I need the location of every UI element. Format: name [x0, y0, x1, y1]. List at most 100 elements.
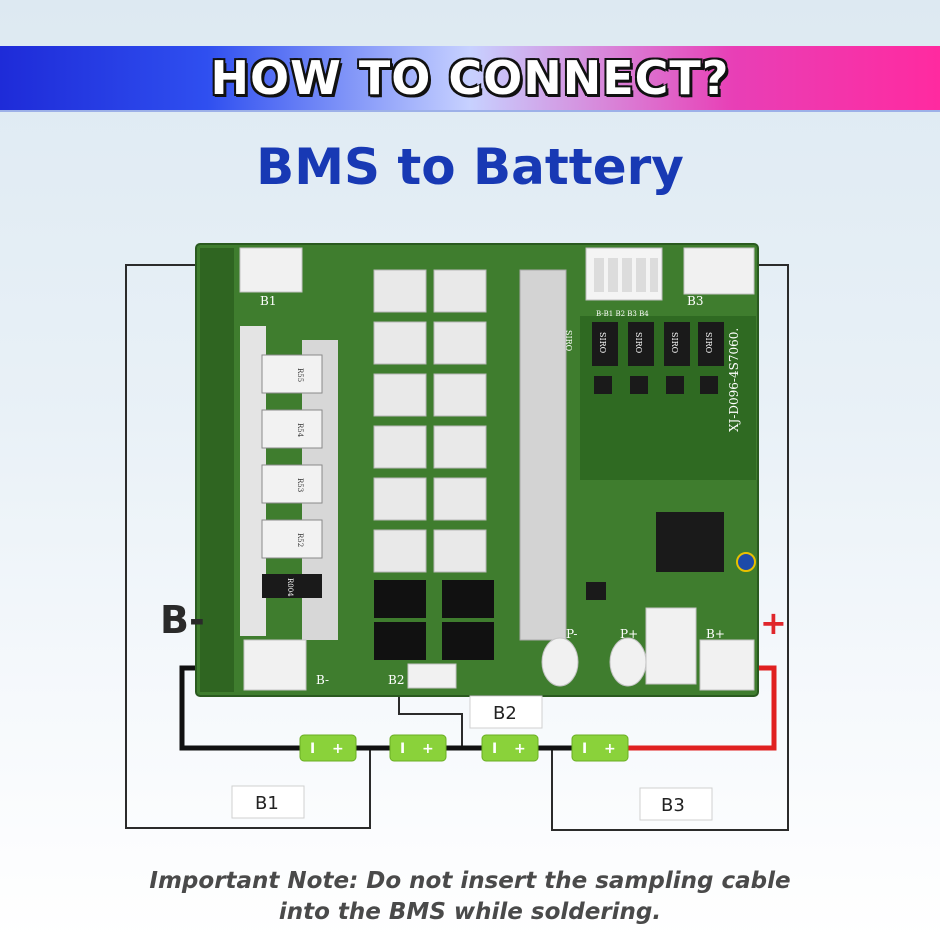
balance-chip [628, 322, 654, 366]
mos-pad [373, 321, 427, 365]
negative-power-wire [179, 665, 300, 751]
mos-pad [433, 425, 487, 469]
sampling-header-label: B-B1 B2 B3 B4 [596, 310, 649, 318]
resistor-label: R54 [296, 423, 304, 438]
small-transistor [630, 376, 648, 394]
pad-label-bplus: B+ [706, 627, 725, 641]
status-led [736, 552, 756, 572]
note-line-1: Important Note: Do not insert the sampli… [149, 868, 791, 894]
b1-sampling-wire [125, 264, 371, 829]
small-transistor [700, 376, 718, 394]
resistor-label: R55 [296, 368, 304, 382]
shunt-resistor [262, 574, 322, 598]
wire-label-b1: B1 [255, 793, 279, 814]
b2-sampling-wire [398, 690, 463, 748]
label-box-b1 [231, 785, 305, 819]
label-box-b3 [639, 787, 713, 821]
page-subtitle: BMS to Battery [256, 138, 684, 196]
mos-pad [433, 269, 487, 313]
cell-2: I + [389, 734, 447, 762]
mosfet [374, 580, 426, 618]
cell-1: I + [299, 734, 357, 762]
pad-label-pplus: P+ [620, 627, 638, 641]
resistor-label: R53 [296, 478, 304, 492]
cell-4: I + [571, 734, 629, 762]
mos-pad [433, 321, 487, 365]
wire-label-b3: B3 [661, 795, 685, 816]
pad-label-pminus: P- [566, 627, 577, 641]
pad-pplus [609, 637, 647, 687]
cell-1-plus: + [332, 741, 344, 757]
title-banner: HOW TO CONNECT? [0, 46, 940, 112]
resistor-r53 [261, 464, 323, 504]
note-line-2: into the BMS while soldering. [278, 899, 662, 925]
b3-sampling-wire [551, 264, 789, 831]
mos-pad [373, 373, 427, 417]
positive-terminal-label: + [760, 604, 787, 642]
balance-chip [664, 322, 690, 366]
pad-b1 [239, 247, 303, 293]
sampling-wires [125, 264, 789, 831]
mos-pad [373, 425, 427, 469]
mos-pad [373, 477, 427, 521]
mos-pad [373, 269, 427, 313]
mos-pad [433, 477, 487, 521]
bus-bar [519, 269, 567, 641]
protection-ic [656, 512, 724, 572]
board-left-rail [200, 248, 234, 692]
resistor-label: R004 [286, 578, 294, 597]
chip-mark: SIRO [634, 332, 643, 354]
cell-4-minus: I [582, 741, 587, 757]
chip-mark: SIRO [670, 332, 679, 354]
mos-pad [373, 529, 427, 573]
cell-3-minus: I [492, 741, 497, 757]
connector-pin [608, 258, 618, 292]
banner-title: HOW TO CONNECT? [210, 51, 730, 105]
cell-3: I + [481, 734, 539, 762]
label-box-b2 [469, 695, 543, 729]
balance-chip [592, 322, 618, 366]
chip-mark: SIRO [598, 332, 607, 354]
pad-b2 [407, 663, 457, 689]
cell-2-minus: I [400, 741, 405, 757]
cell-2-plus: + [422, 741, 434, 757]
resistor-label: R52 [296, 533, 304, 547]
small-transistor [594, 376, 612, 394]
mos-pad [433, 529, 487, 573]
chip-mark: SIRO [704, 332, 713, 354]
pad-label-bminus: B- [316, 673, 329, 687]
pad-bplus [699, 639, 755, 691]
mosfet [374, 622, 426, 660]
mosfet [442, 622, 494, 660]
mos-pad [433, 373, 487, 417]
cell-1-minus: I [310, 741, 315, 757]
mosfet [442, 580, 494, 618]
positive-power-wire [628, 665, 777, 751]
wire-label-b2: B2 [493, 703, 517, 724]
model-number: XJ-D096-4S7060. [727, 328, 741, 432]
pad-pminus [541, 637, 579, 687]
small-transistor [666, 376, 684, 394]
cell-3-plus: + [514, 741, 526, 757]
wire-labels: B1 B2 B3 [231, 695, 713, 821]
pad-grid [645, 607, 697, 685]
resistor-r55 [261, 354, 323, 394]
resistor-r54 [261, 409, 323, 449]
small-ic [586, 582, 606, 600]
pad-label-b3: B3 [687, 294, 703, 308]
cell-4-plus: + [604, 741, 616, 757]
connector-pin [650, 258, 658, 292]
balance-chip [698, 322, 724, 366]
bms-board: B1 B3 B- B2 P- P+ B+ XJ-D096-4S7060. B-B… [195, 243, 759, 697]
power-wires [179, 665, 777, 751]
important-note: Important Note: Do not insert the sampli… [0, 866, 940, 928]
connector-pin [594, 258, 604, 292]
resistor-r52 [261, 519, 323, 559]
pad-bminus [243, 639, 307, 691]
connector-pin [636, 258, 646, 292]
chip-mark: SIRO [564, 330, 573, 352]
battery-cells: I + I + I + I + [299, 734, 629, 762]
pad-label-b1: B1 [260, 294, 276, 308]
pad-b3 [683, 247, 755, 295]
